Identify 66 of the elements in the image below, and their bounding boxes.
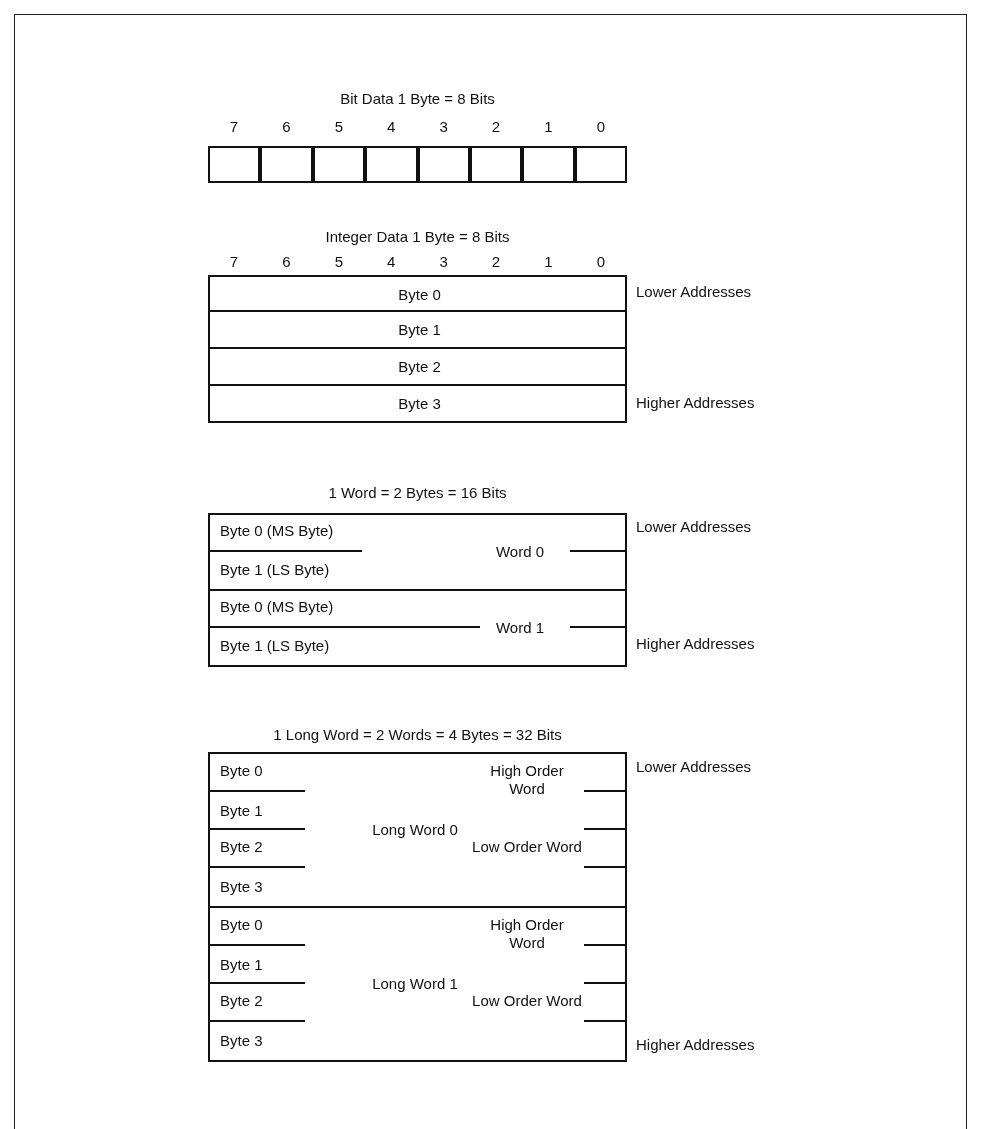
byte-row: [208, 312, 627, 349]
bit-number: 5: [333, 253, 344, 271]
byte-name: Byte 3: [397, 395, 442, 413]
bit-number: 2: [490, 253, 502, 271]
byte-name: Byte 0: [220, 916, 264, 934]
address-note: Higher Addresses: [636, 1036, 756, 1054]
address-note: Lower Addresses: [636, 283, 753, 301]
byte-name: Byte 2: [220, 992, 264, 1010]
word-group: [208, 591, 627, 667]
group-name: Low Order Word: [472, 838, 582, 856]
address-note: Higher Addresses: [636, 394, 756, 412]
long-word-group: [208, 908, 627, 1062]
bit-number: 1: [543, 253, 554, 271]
address-note: Higher Addresses: [636, 635, 756, 653]
bit-number: 5: [333, 118, 344, 136]
bit-number: 4: [386, 253, 397, 271]
byte-name: Byte 1: [397, 321, 442, 339]
bit-cell: [312, 146, 366, 183]
table-heading: 1 Word = 2 Bytes = 16 Bits: [327, 484, 508, 502]
bit-number: 6: [281, 118, 292, 136]
byte-name: Byte 3: [220, 878, 264, 896]
bit-cell: [574, 146, 628, 183]
bit-number: 6: [281, 253, 292, 271]
group-name: Long Word 0: [371, 821, 459, 839]
byte-row: [208, 386, 627, 423]
bit-number: 3: [438, 253, 449, 271]
address-note: Lower Addresses: [636, 518, 753, 536]
byte-name: Byte 2: [397, 358, 442, 376]
group-name: Low Order Word: [472, 992, 582, 1010]
byte-name: Byte 1: [220, 802, 264, 820]
bit-number: 3: [438, 118, 449, 136]
bit-cell: [260, 146, 313, 183]
bit-number: 0: [595, 253, 606, 271]
bit-number: 1: [543, 118, 554, 136]
bit-cell: [365, 146, 418, 183]
bit-number: 4: [386, 118, 397, 136]
long-word-group: [208, 752, 627, 908]
byte-name: Byte 0: [220, 762, 264, 780]
byte-name: Byte 3: [220, 1032, 264, 1050]
byte-name: Byte 0 (MS Byte): [220, 598, 335, 616]
word-group: [208, 513, 627, 591]
bit-number: 7: [228, 253, 240, 271]
byte-row: [208, 275, 627, 312]
bit-cell: [417, 146, 470, 183]
address-note: Lower Addresses: [636, 758, 753, 776]
group-name: Word 1: [494, 619, 546, 637]
bit-number: 7: [228, 118, 240, 136]
table-heading: 1 Long Word = 2 Words = 4 Bytes = 32 Bits: [272, 726, 563, 744]
group-name: Long Word 1: [371, 975, 459, 993]
group-name: Word 0: [494, 543, 546, 561]
byte-name: Byte 0 (MS Byte): [220, 522, 335, 540]
bit-cell: [470, 146, 523, 183]
byte-name: Byte 2: [220, 838, 264, 856]
group-name: High Order Word: [489, 762, 565, 798]
byte-name: Byte 1: [220, 956, 264, 974]
byte-name: Byte 0: [397, 286, 442, 304]
section-heading: Integer Data 1 Byte = 8 Bits: [324, 228, 511, 246]
bit-number: 2: [490, 118, 502, 136]
byte-row: [208, 349, 627, 386]
bit-cell: [208, 146, 261, 183]
section-heading: Bit Data 1 Byte = 8 Bits: [339, 90, 496, 108]
byte-name: Byte 1 (LS Byte): [220, 561, 331, 579]
bit-cell: [522, 146, 575, 183]
byte-name: Byte 1 (LS Byte): [220, 637, 331, 655]
group-name: High Order Word: [489, 916, 565, 952]
bit-number: 0: [595, 118, 606, 136]
